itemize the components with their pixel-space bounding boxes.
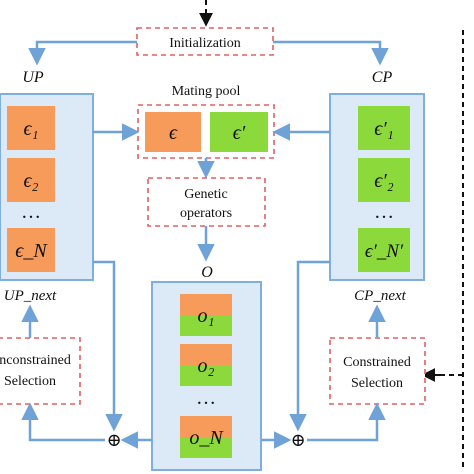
offspring-item-2-top [180, 344, 232, 366]
left-merge-symbol: ⊕ [106, 430, 121, 450]
cp-item-n: ϵ′_N′ [365, 241, 404, 262]
genetic-operators-line2: operators [180, 206, 232, 221]
right-merge-symbol: ⊕ [290, 430, 305, 450]
genetic-operators-line1: Genetic [184, 187, 228, 202]
genetic-operators-box [147, 177, 266, 227]
mating-pool-title: Mating pool [172, 84, 241, 99]
unconstrained-selection-box [0, 337, 81, 405]
cp-item-1: ϵ′₁ [374, 118, 393, 140]
cp-to-right-merge-arrow [289, 260, 330, 432]
up-item-n-box [7, 228, 55, 272]
constrained-selection-line2: Selection [351, 376, 403, 391]
offspring-item-1-bottom [180, 316, 232, 336]
cp-title: CP [372, 69, 393, 86]
right-merge-to-constrained-arrow [307, 402, 386, 442]
constrained-selection-line1: Constrained [343, 355, 411, 370]
offspring-item-1: o₁ [198, 305, 215, 327]
offspring-item-n: o_N [189, 427, 224, 449]
up-title: UP [22, 69, 44, 86]
cp-item-1-box [358, 106, 410, 150]
mating-pool-right: ϵ′ [233, 122, 246, 144]
unconstrained-selection-line2: Selection [4, 374, 56, 389]
up-next-label: UP_next [4, 288, 57, 304]
feedback-dashed-line [430, 30, 464, 470]
offspring-item-n-bottom [180, 438, 232, 458]
mating-pool-right-box [210, 112, 268, 152]
up-item-ellipsis: … [21, 201, 41, 223]
left-merge-to-unconstrained-arrow [21, 402, 105, 442]
offspring-item-2: o₂ [198, 355, 215, 377]
offspring-item-n-top [180, 416, 232, 438]
up-item-1: ϵ₁ [23, 118, 38, 140]
offspring-item-ellipsis: … [196, 387, 216, 409]
cp-item-ellipsis: … [374, 201, 394, 223]
offspring-title: O [201, 264, 213, 281]
up-item-2: ϵ₂ [23, 170, 38, 192]
cp-item-2: ϵ′₂ [374, 170, 393, 192]
init-to-up-arrow [28, 40, 137, 66]
up-item-1-box [7, 106, 55, 150]
constrained-selection-box [329, 337, 426, 405]
up-item-n: ϵ_N [15, 240, 48, 262]
cp-item-2-box [358, 158, 410, 202]
cp-next-label: CP_next [354, 288, 406, 304]
initialization-label: Initialization [169, 36, 241, 51]
cp-item-n-box [358, 228, 410, 272]
up-item-2-box [7, 158, 55, 202]
init-to-cp-arrow [273, 40, 389, 66]
offspring-item-2-bottom [180, 366, 232, 386]
initialization-box [136, 27, 274, 56]
offspring-item-1-top [180, 294, 232, 316]
up-to-left-merge-arrow [93, 260, 123, 432]
mating-pool-left-box [145, 112, 201, 152]
mating-pool-left: ϵ [169, 122, 178, 144]
unconstrained-selection-line1: Unconstrained [0, 353, 71, 368]
